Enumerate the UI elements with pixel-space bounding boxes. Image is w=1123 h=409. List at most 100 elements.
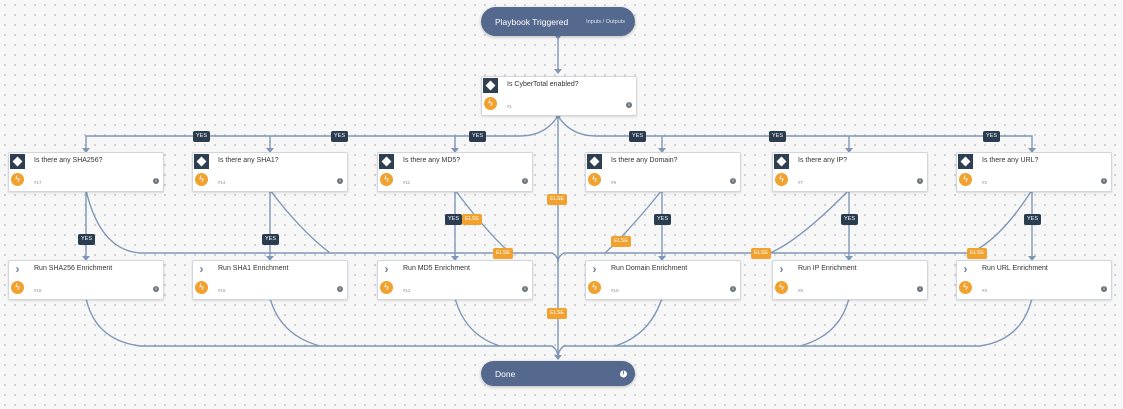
edge-domain-else bbox=[604, 189, 663, 254]
task-node-ip[interactable]: › ϟ Run IP Enrichment #6 i bbox=[772, 260, 928, 300]
info-icon[interactable]: i bbox=[1101, 286, 1107, 292]
info-icon[interactable]: i bbox=[153, 286, 159, 292]
node-id: #10 bbox=[611, 288, 619, 293]
chevron-right-icon: › bbox=[15, 262, 20, 276]
yes-label: YES bbox=[769, 131, 787, 142]
info-icon[interactable]: i bbox=[522, 178, 528, 184]
diamond-icon bbox=[774, 154, 789, 169]
lightning-bolt-icon: ϟ bbox=[11, 281, 24, 294]
diamond-icon bbox=[958, 154, 973, 169]
edge-sha256-else bbox=[85, 189, 559, 263]
edge-task3-done bbox=[454, 297, 501, 347]
info-icon[interactable]: i bbox=[337, 178, 343, 184]
chevron-right-icon: › bbox=[384, 262, 389, 276]
node-id: #7 bbox=[798, 180, 804, 185]
yes-label: YES bbox=[331, 131, 349, 142]
node-title: Is there any Domain? bbox=[611, 157, 678, 164]
node-title: Is there any MD5? bbox=[403, 157, 461, 164]
lightning-bolt-icon: ϟ bbox=[380, 173, 393, 186]
playbook-triggered-node[interactable]: Playbook Triggered Inputs / Outputs bbox=[481, 7, 635, 36]
info-icon[interactable]: i bbox=[522, 286, 528, 292]
node-title: Run SHA1 Enrichment bbox=[218, 265, 289, 272]
node-id: #6 bbox=[798, 288, 804, 293]
lightning-bolt-icon: ϟ bbox=[380, 281, 393, 294]
chevron-right-icon: › bbox=[779, 262, 784, 276]
lightning-bolt-icon: ϟ bbox=[775, 281, 788, 294]
inputs-outputs-link[interactable]: Inputs / Outputs bbox=[586, 18, 625, 25]
end-title: Done bbox=[495, 368, 516, 379]
else-label: ELSE bbox=[547, 308, 568, 319]
yes-label: YES bbox=[654, 214, 672, 225]
check-node-ip[interactable]: ϟ Is there any IP? #7 i bbox=[772, 152, 928, 192]
lightning-bolt-icon: ϟ bbox=[775, 173, 788, 186]
node-title: Is there any SHA1? bbox=[218, 157, 279, 164]
lightning-bolt-icon: ϟ bbox=[588, 281, 601, 294]
info-icon[interactable]: i bbox=[917, 178, 923, 184]
lightning-bolt-icon: ϟ bbox=[484, 97, 497, 110]
else-label: ELSE bbox=[493, 248, 514, 259]
info-icon[interactable]: i bbox=[730, 286, 736, 292]
check-node-sha1[interactable]: ϟ Is there any SHA1? #14 i bbox=[192, 152, 348, 192]
info-icon[interactable]: i bbox=[153, 178, 159, 184]
lightning-bolt-icon: ϟ bbox=[11, 173, 24, 186]
node-id: #1 bbox=[507, 104, 513, 109]
cybertotal-condition-node[interactable]: ϟ Is CyberTotal enabled? #1 i bbox=[481, 76, 637, 116]
check-node-domain[interactable]: ϟ Is there any Domain? #9 i bbox=[585, 152, 741, 192]
edge-task4-done bbox=[614, 297, 663, 347]
node-title: Run SHA256 Enrichment bbox=[34, 265, 113, 272]
diamond-icon bbox=[483, 78, 498, 93]
yes-label: YES bbox=[983, 131, 1001, 142]
task-node-sha256[interactable]: › ϟ Run SHA256 Enrichment #16 i bbox=[8, 260, 164, 300]
info-icon[interactable]: i bbox=[917, 286, 923, 292]
yes-label: YES bbox=[193, 131, 211, 142]
edge-sha1-else bbox=[269, 189, 331, 254]
done-node[interactable]: Done i bbox=[481, 361, 635, 386]
check-node-url[interactable]: ϟ Is there any URL? #2 i bbox=[956, 152, 1112, 192]
edge-task2-done bbox=[269, 297, 321, 347]
diamond-icon bbox=[587, 154, 602, 169]
lightning-bolt-icon: ϟ bbox=[195, 281, 208, 294]
info-icon[interactable]: i bbox=[1101, 178, 1107, 184]
lightning-bolt-icon: ϟ bbox=[588, 173, 601, 186]
diamond-icon bbox=[379, 154, 394, 169]
node-id: #15 bbox=[218, 288, 226, 293]
node-id: #9 bbox=[611, 180, 617, 185]
chevron-right-icon: › bbox=[199, 262, 204, 276]
edge-ip-else bbox=[557, 189, 850, 263]
node-id: #2 bbox=[982, 180, 988, 185]
check-node-sha256[interactable]: ϟ Is there any SHA256? #17 i bbox=[8, 152, 164, 192]
info-icon[interactable]: i bbox=[337, 286, 343, 292]
edge-cond-sha256 bbox=[85, 115, 559, 151]
node-title: Is there any URL? bbox=[982, 157, 1039, 164]
lightning-bolt-icon: ϟ bbox=[959, 281, 972, 294]
task-node-md5[interactable]: › ϟ Run MD5 Enrichment #12 i bbox=[377, 260, 533, 300]
task-node-url[interactable]: › ϟ Run URL Enrichment #3 i bbox=[956, 260, 1112, 300]
node-title: Run MD5 Enrichment bbox=[403, 265, 470, 272]
info-icon[interactable]: i bbox=[730, 178, 736, 184]
node-title: Is CyberTotal enabled? bbox=[507, 81, 579, 88]
diamond-icon bbox=[10, 154, 25, 169]
task-node-domain[interactable]: › ϟ Run Domain Enrichment #10 i bbox=[585, 260, 741, 300]
info-icon[interactable]: i bbox=[620, 370, 627, 377]
edge-task5-done bbox=[799, 297, 850, 347]
else-label: ELSE bbox=[611, 236, 632, 247]
edge-task6-done bbox=[557, 297, 1033, 359]
info-icon[interactable]: i bbox=[626, 102, 632, 108]
check-node-md5[interactable]: ϟ Is there any MD5? #11 i bbox=[377, 152, 533, 192]
node-id: #17 bbox=[34, 180, 42, 185]
yes-label: YES bbox=[629, 131, 647, 142]
chevron-right-icon: › bbox=[592, 262, 597, 276]
node-title: Run Domain Enrichment bbox=[611, 265, 688, 272]
yes-label: YES bbox=[1024, 214, 1042, 225]
yes-label: YES bbox=[262, 234, 280, 245]
node-id: #16 bbox=[34, 288, 42, 293]
yes-label: YES bbox=[78, 234, 96, 245]
node-id: #14 bbox=[218, 180, 226, 185]
edge-task1-done bbox=[85, 297, 559, 359]
node-id: #12 bbox=[403, 288, 411, 293]
node-title: Run URL Enrichment bbox=[982, 265, 1048, 272]
lightning-bolt-icon: ϟ bbox=[195, 173, 208, 186]
diamond-icon bbox=[194, 154, 209, 169]
else-label: ELSE bbox=[547, 194, 568, 205]
task-node-sha1[interactable]: › ϟ Run SHA1 Enrichment #15 i bbox=[192, 260, 348, 300]
